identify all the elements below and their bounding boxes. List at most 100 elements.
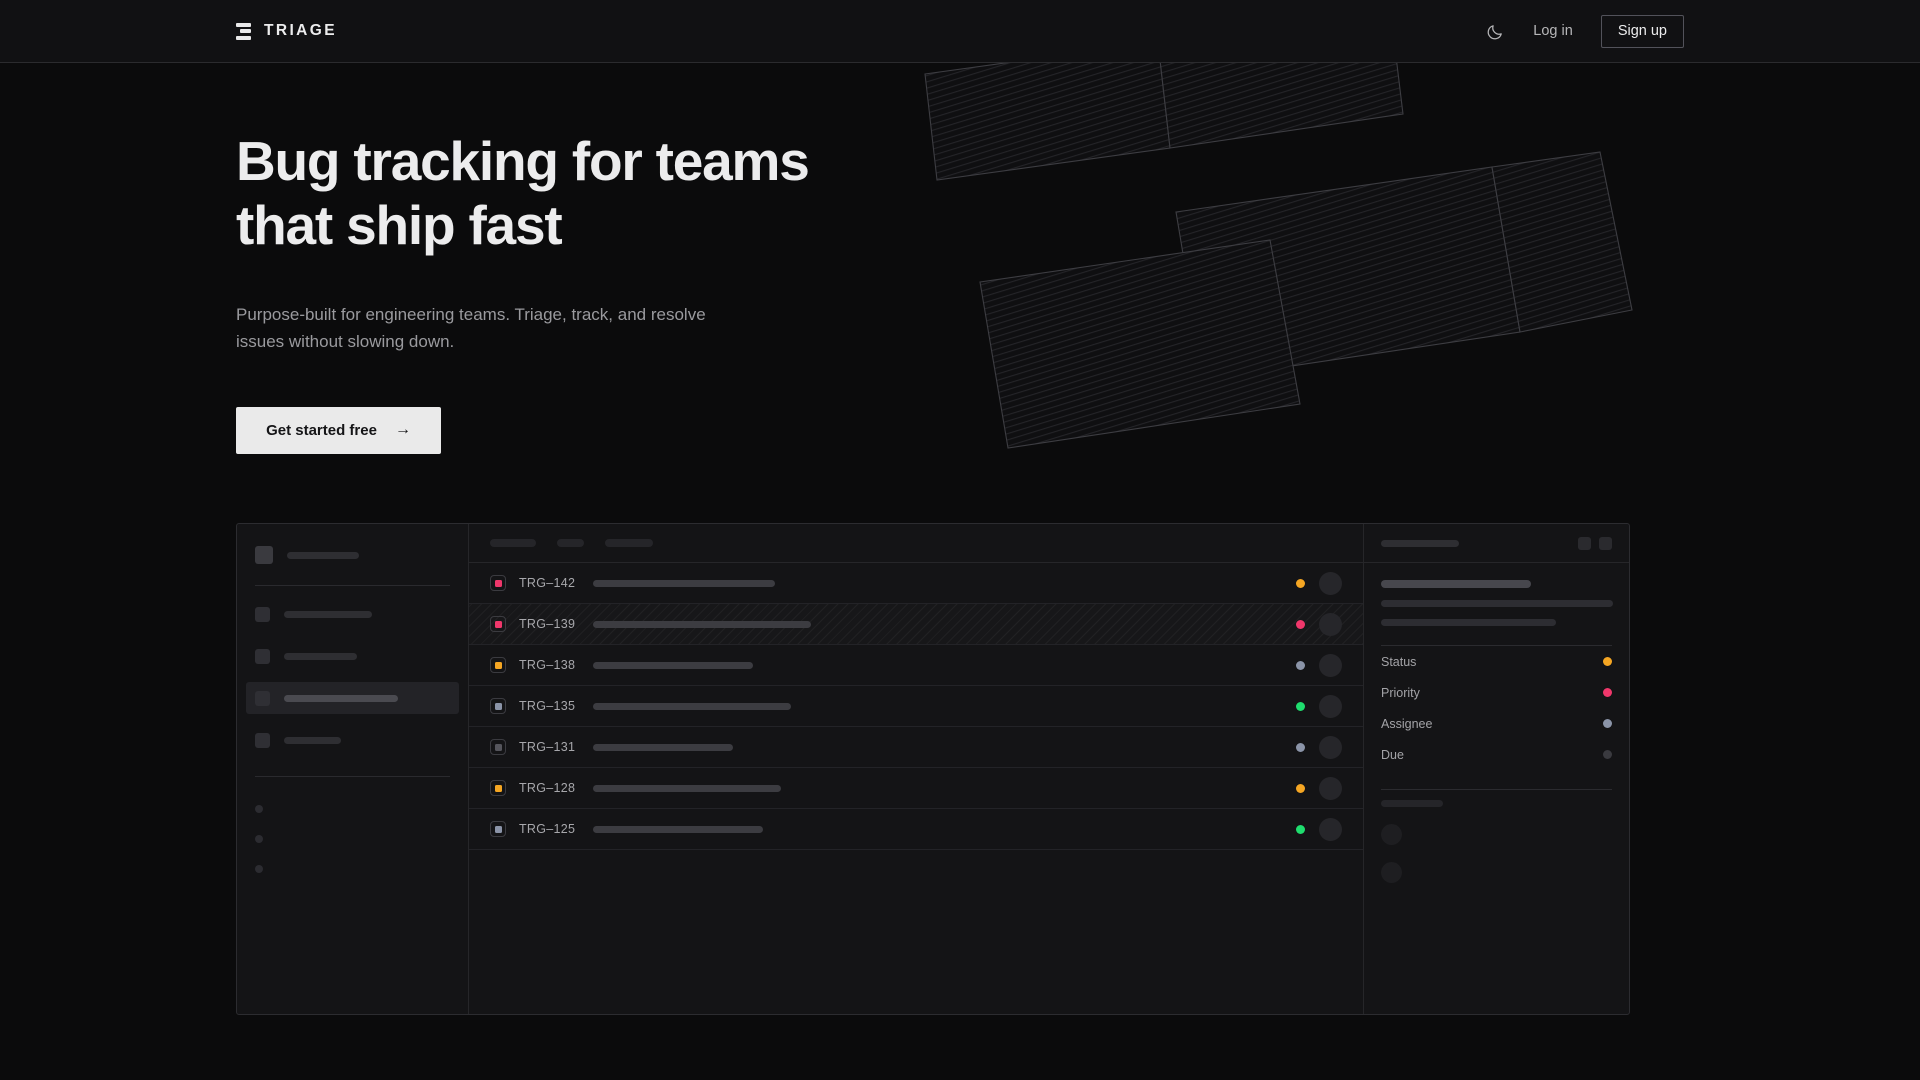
sidebar-sub-item-0[interactable] bbox=[255, 805, 263, 813]
status-badge bbox=[1296, 619, 1305, 629]
table-row[interactable]: TRG–138 bbox=[469, 645, 1363, 686]
priority-badge bbox=[490, 698, 506, 714]
avatar[interactable] bbox=[1319, 817, 1342, 841]
table-row[interactable]: TRG–139 bbox=[469, 604, 1363, 645]
stacked-bars-icon bbox=[236, 22, 251, 40]
navbar-actions: Log in Sign up bbox=[1486, 14, 1684, 48]
sidebar-item-label bbox=[284, 610, 372, 618]
status-badge bbox=[1296, 742, 1305, 752]
sidebar-sub-items bbox=[255, 791, 450, 873]
toolbar-control-0[interactable] bbox=[490, 539, 536, 547]
table-row[interactable]: TRG–125 bbox=[469, 809, 1363, 850]
row-meta bbox=[1296, 817, 1342, 841]
priority-badge bbox=[490, 739, 506, 755]
sidebar-item-label bbox=[284, 736, 341, 744]
avatar[interactable] bbox=[1319, 612, 1342, 636]
priority-badge bbox=[490, 616, 506, 632]
workspace-avatar bbox=[255, 546, 273, 564]
workspace-name-placeholder bbox=[287, 551, 359, 559]
hero-subtitle-line-1: Purpose-built for engineering teams. Tri… bbox=[236, 304, 647, 324]
avatar[interactable] bbox=[1319, 776, 1342, 800]
issue-title-placeholder bbox=[593, 825, 763, 833]
arrow-right-icon: → bbox=[394, 421, 411, 439]
top-navbar: TRIAGE Log in Sign up bbox=[0, 0, 1920, 63]
detail-header-actions bbox=[1578, 536, 1612, 550]
hero-title-line-1: Bug tracking for teams bbox=[236, 130, 810, 192]
avatar[interactable] bbox=[1319, 694, 1342, 718]
row-meta bbox=[1296, 612, 1342, 636]
meta-row-assignee[interactable]: Assignee bbox=[1381, 708, 1612, 739]
page-title: Bug tracking for teams that ship fast bbox=[236, 130, 1136, 258]
table-row[interactable]: TRG–142 bbox=[469, 563, 1363, 604]
get-started-button[interactable]: Get started free → bbox=[236, 406, 441, 454]
detail-panel-header bbox=[1364, 524, 1629, 563]
issue-id: TRG–138 bbox=[519, 658, 576, 672]
issue-id: TRG–135 bbox=[519, 699, 576, 713]
priority-badge bbox=[490, 780, 506, 796]
detail-description-line-1 bbox=[1381, 619, 1556, 626]
login-link[interactable]: Log in bbox=[1533, 23, 1573, 39]
sidebar-item-1[interactable] bbox=[246, 640, 459, 672]
issue-id: TRG–139 bbox=[519, 617, 576, 631]
status-badge bbox=[1296, 701, 1305, 711]
detail-description-lines bbox=[1381, 600, 1613, 626]
detail-title-placeholder bbox=[1381, 539, 1459, 547]
detail-divider-top bbox=[1381, 645, 1612, 646]
meta-value-dot bbox=[1603, 688, 1612, 697]
issue-id: TRG–142 bbox=[519, 576, 576, 590]
table-row[interactable]: TRG–135 bbox=[469, 686, 1363, 727]
issue-title-placeholder bbox=[593, 784, 781, 792]
priority-badge bbox=[490, 575, 506, 591]
sidebar-nav-list bbox=[246, 586, 459, 776]
table-row[interactable]: TRG–131 bbox=[469, 727, 1363, 768]
avatar[interactable] bbox=[1319, 571, 1342, 595]
hero-subtitle: Purpose-built for engineering teams. Tri… bbox=[236, 301, 706, 356]
sidebar-section-label bbox=[255, 777, 450, 791]
meta-label: Status bbox=[1381, 654, 1417, 669]
sidebar-sub-item-1[interactable] bbox=[255, 835, 263, 843]
status-badge bbox=[1296, 824, 1305, 834]
meta-row-priority[interactable]: Priority bbox=[1381, 677, 1612, 708]
meta-value-dot bbox=[1603, 657, 1612, 666]
toolbar-control-2[interactable] bbox=[605, 539, 653, 547]
sidebar-divider-bottom bbox=[255, 776, 450, 777]
avatar[interactable] bbox=[1319, 653, 1342, 677]
brand-logo[interactable]: TRIAGE bbox=[236, 22, 337, 40]
status-badge bbox=[1296, 578, 1305, 588]
toolbar-control-1[interactable] bbox=[557, 539, 584, 547]
sidebar-item-icon bbox=[255, 732, 270, 748]
priority-badge bbox=[490, 821, 506, 837]
comment-avatar bbox=[1381, 862, 1402, 883]
brand-name: TRIAGE bbox=[264, 22, 337, 39]
sidebar-item-0[interactable] bbox=[246, 598, 459, 630]
issue-title-placeholder bbox=[593, 620, 811, 628]
detail-divider-bottom bbox=[1381, 789, 1612, 790]
sidebar-sub-item-2[interactable] bbox=[255, 865, 263, 873]
meta-row-status[interactable]: Status bbox=[1381, 646, 1612, 677]
table-row[interactable]: TRG–128 bbox=[469, 768, 1363, 809]
sidebar-item-2[interactable] bbox=[246, 682, 459, 714]
meta-value-dot bbox=[1603, 719, 1612, 728]
meta-row-due[interactable]: Due bbox=[1381, 739, 1612, 770]
sidebar-workspace-header[interactable] bbox=[255, 546, 450, 585]
avatar[interactable] bbox=[1319, 735, 1342, 759]
detail-action-2-icon[interactable] bbox=[1599, 536, 1612, 550]
row-meta bbox=[1296, 776, 1342, 800]
comment-avatar-list bbox=[1381, 824, 1612, 883]
signup-button[interactable]: Sign up bbox=[1600, 14, 1684, 48]
issue-id: TRG–125 bbox=[519, 822, 576, 836]
sidebar-item-3[interactable] bbox=[246, 724, 459, 756]
detail-comments-section bbox=[1381, 790, 1612, 883]
detail-action-1-icon[interactable] bbox=[1578, 536, 1591, 550]
sidebar-item-icon bbox=[255, 690, 270, 706]
sidebar-item-icon bbox=[255, 648, 270, 664]
meta-label: Priority bbox=[1381, 685, 1420, 700]
hero-title-line-2: that ship fast bbox=[236, 193, 563, 256]
moon-icon[interactable] bbox=[1486, 22, 1505, 41]
sidebar-item-label bbox=[284, 652, 357, 660]
